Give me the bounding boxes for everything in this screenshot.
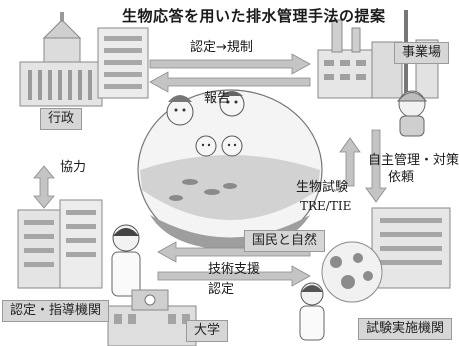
label-bottom-2: 認定 bbox=[208, 282, 235, 297]
university-building-icon bbox=[107, 289, 197, 346]
label-left: 協力 bbox=[60, 160, 87, 175]
lab-technician-icon bbox=[299, 282, 325, 341]
label-bottom-1: 技術支援 bbox=[208, 262, 261, 277]
worker-icon bbox=[396, 90, 428, 137]
node-jigyosho: 事業場 bbox=[394, 42, 450, 64]
arrow-left-vertical bbox=[33, 165, 55, 209]
scientist-icon bbox=[111, 224, 141, 297]
government-building-icon bbox=[19, 12, 103, 107]
node-daigaku: 大学 bbox=[186, 320, 229, 342]
arrow-bottom-right bbox=[157, 265, 311, 287]
label-center-2: TRE/TIE bbox=[300, 199, 352, 213]
label-top-left: 報告 bbox=[204, 91, 231, 106]
children-icon bbox=[166, 91, 245, 157]
arrow-top-right bbox=[149, 53, 311, 75]
office-building-icon bbox=[97, 27, 149, 99]
arrows bbox=[33, 53, 387, 287]
arrow-top-left bbox=[149, 71, 311, 93]
testing-lab-icon bbox=[321, 207, 451, 303]
ecosystem-bowl-icon bbox=[137, 89, 323, 251]
arrow-right-down bbox=[365, 129, 387, 203]
node-kokumin: 国民と自然 bbox=[244, 230, 326, 252]
label-top-right: 認定→規制 bbox=[190, 40, 253, 55]
label-right-2: 依頼 bbox=[388, 170, 415, 185]
diagram-title: 生物応答を用いた排水管理手法の提案 bbox=[122, 7, 386, 25]
node-gyosei: 行政 bbox=[40, 108, 83, 130]
node-nintei-kikan: 認定・指導機関 bbox=[2, 300, 110, 322]
node-shiken-kikan: 試験実施機関 bbox=[358, 318, 453, 340]
arrow-right-up bbox=[339, 137, 361, 187]
certification-building-icon bbox=[17, 199, 103, 289]
label-center-1: 生物試験 bbox=[296, 180, 349, 195]
label-right-1: 自主管理・対策 bbox=[368, 153, 459, 168]
